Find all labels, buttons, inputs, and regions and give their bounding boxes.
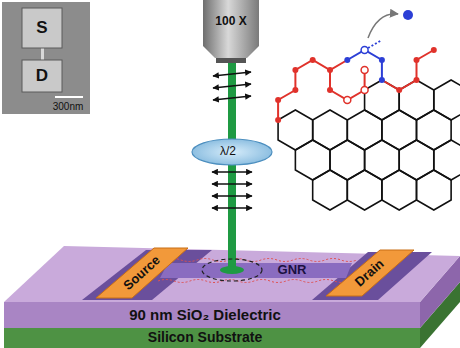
node-text: 90 nm SiO₂ Dielectric	[129, 307, 281, 324]
sem-pad: D	[34, 66, 50, 87]
waveplate-label: λ/2	[218, 144, 238, 159]
laser-beam	[228, 62, 236, 270]
scale-bar-label: 300nm	[53, 101, 84, 112]
substrate-band: Silicon Substrate	[146, 329, 264, 346]
laser-spot	[220, 266, 244, 274]
node-text: λ/2	[220, 145, 236, 158]
sem-pad: S	[34, 18, 49, 39]
source-pad	[96, 248, 188, 298]
node-text: 100 X	[215, 15, 246, 28]
objective-label: 100 X	[213, 14, 248, 29]
objective-lens	[203, 0, 259, 63]
graphene-lattice	[275, 10, 460, 210]
sem-inset	[2, 2, 90, 114]
gnr-ribbon: GNR	[276, 262, 309, 278]
oxide-band: 90 nm SiO₂ Dielectric	[127, 306, 283, 325]
node-text: D	[36, 67, 48, 86]
half-wave-plate	[192, 139, 272, 165]
node-text: S	[36, 19, 47, 38]
spot-outline	[202, 259, 262, 281]
node-text: GNR	[278, 263, 307, 277]
drain-pad	[326, 250, 414, 296]
node-text: Silicon Substrate	[148, 330, 262, 345]
